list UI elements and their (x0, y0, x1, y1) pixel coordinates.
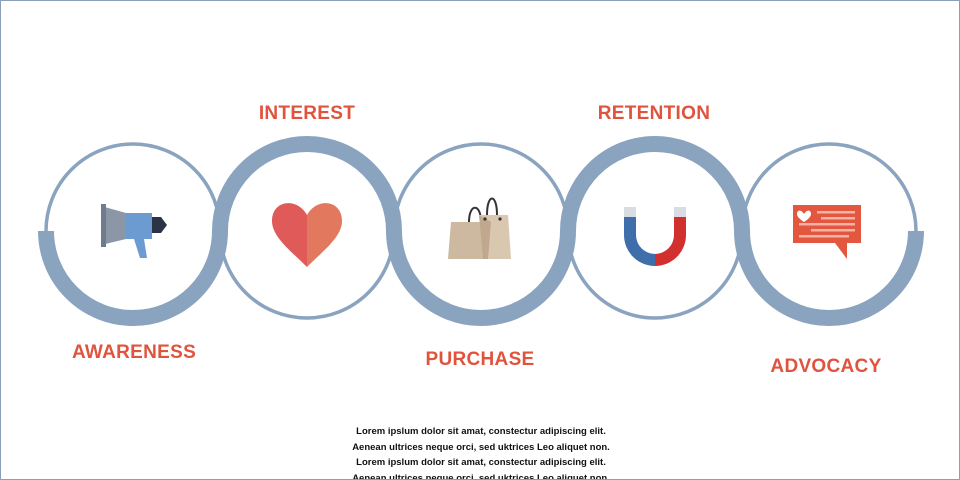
description-line: Lorem ipslum dolor sit amat, constectur … (356, 426, 606, 437)
magnet-icon (624, 207, 686, 266)
megaphone-icon (101, 204, 167, 258)
chat-bubble-heart-icon (793, 205, 861, 259)
stage-label-awareness: AWARENESS (71, 342, 197, 363)
shopping-bag-icon (448, 197, 511, 259)
heart-icon (272, 203, 342, 267)
description-line: Aenean ultrices neque orci, sed uktrices… (352, 472, 610, 480)
stage-label-retention: RETENTION (597, 103, 711, 124)
journey-band (38, 136, 924, 326)
description-line: Aenean ultrices neque orci, sed uktrices… (352, 441, 610, 453)
description-line: Lorem ipslum dolor sit amat, constectur … (356, 457, 606, 468)
description-text: Lorem ipslum dolor sit amat, constectur … (281, 424, 681, 480)
stage-label-advocacy: ADVOCACY (770, 356, 882, 377)
stage-label-interest: INTEREST (258, 103, 356, 124)
stage-label-purchase: PURCHASE (425, 349, 535, 370)
